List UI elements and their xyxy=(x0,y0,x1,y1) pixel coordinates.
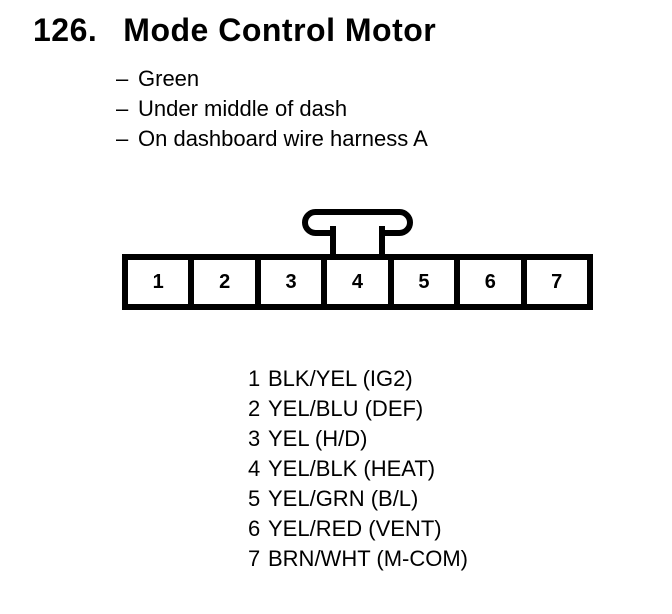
item-number: 126. xyxy=(33,12,98,48)
dash-glyph: – xyxy=(116,66,129,91)
pinout-pin-number: 6 xyxy=(248,516,261,541)
pinout-row: 7 BRN/WHT (M-COM) xyxy=(248,544,468,574)
connector-pin-cell: 1 xyxy=(128,260,195,304)
detail-item-harness: –On dashboard wire harness A xyxy=(116,124,428,154)
connector-lock-tab xyxy=(302,209,413,236)
pinout-row: 2 YEL/BLU (DEF) xyxy=(248,394,468,424)
detail-item-location: –Under middle of dash xyxy=(116,94,428,124)
pin-cell-number: 2 xyxy=(219,270,231,293)
pinout-row: 6 YEL/RED (VENT) xyxy=(248,514,468,544)
connector-pin-cell: 4 xyxy=(327,260,394,304)
pinout-wire-label: YEL/BLK (HEAT) xyxy=(268,456,436,481)
detail-text: Under middle of dash xyxy=(138,96,348,121)
pinout-wire-label: YEL/RED (VENT) xyxy=(268,516,442,541)
detail-item-color: –Green xyxy=(116,64,428,94)
pin-cell-number: 5 xyxy=(418,270,430,293)
connector-pin-cell: 5 xyxy=(394,260,461,304)
pin-cell-number: 7 xyxy=(551,270,563,293)
detail-text: On dashboard wire harness A xyxy=(138,126,428,151)
pinout-list: 1 BLK/YEL (IG2) 2 YEL/BLU (DEF) 3 YEL (H/D)… xyxy=(248,364,468,574)
connector-body: 1 2 3 4 5 6 7 xyxy=(122,254,593,310)
pinout-row: 3 YEL (H/D) xyxy=(248,424,468,454)
pin-cell-number: 4 xyxy=(351,270,364,293)
pin-cell-number: 3 xyxy=(285,270,297,293)
connector-pin-cell: 6 xyxy=(460,260,527,304)
pinout-pin-number: 5 xyxy=(248,486,261,511)
connector-pin-cell: 3 xyxy=(261,260,328,304)
pinout-pin-number: 7 xyxy=(248,546,261,571)
pin-cell-number: 6 xyxy=(484,270,496,293)
dash-glyph: – xyxy=(116,96,129,121)
connector-pin-cell: 7 xyxy=(527,260,587,304)
page-title: 126. Mode Control Motor xyxy=(33,12,436,49)
connector-lock-tab-stem xyxy=(330,226,385,254)
pinout-pin-number: 4 xyxy=(248,456,261,481)
pinout-pin-number: 3 xyxy=(248,426,261,451)
pinout-wire-label: YEL/GRN (B/L) xyxy=(268,486,419,511)
pinout-row: 1 BLK/YEL (IG2) xyxy=(248,364,468,394)
connector-pin-cell: 2 xyxy=(194,260,261,304)
pinout-wire-label: YEL/BLU (DEF) xyxy=(268,396,424,421)
pinout-row: 4 YEL/BLK (HEAT) xyxy=(248,454,468,484)
pinout-pin-number: 2 xyxy=(248,396,261,421)
pinout-wire-label: BRN/WHT (M-COM) xyxy=(268,546,468,571)
pinout-pin-number: 1 xyxy=(248,366,261,391)
pinout-row: 5 YEL/GRN (B/L) xyxy=(248,484,468,514)
detail-list: –Green –Under middle of dash –On dashboa… xyxy=(116,64,428,154)
pinout-wire-label: YEL (H/D) xyxy=(268,426,368,451)
item-title-text: Mode Control Motor xyxy=(123,12,437,48)
pin-cell-number: 1 xyxy=(152,270,164,293)
pinout-wire-label: BLK/YEL (IG2) xyxy=(268,366,413,391)
dash-glyph: – xyxy=(116,126,129,151)
detail-text: Green xyxy=(138,66,200,91)
